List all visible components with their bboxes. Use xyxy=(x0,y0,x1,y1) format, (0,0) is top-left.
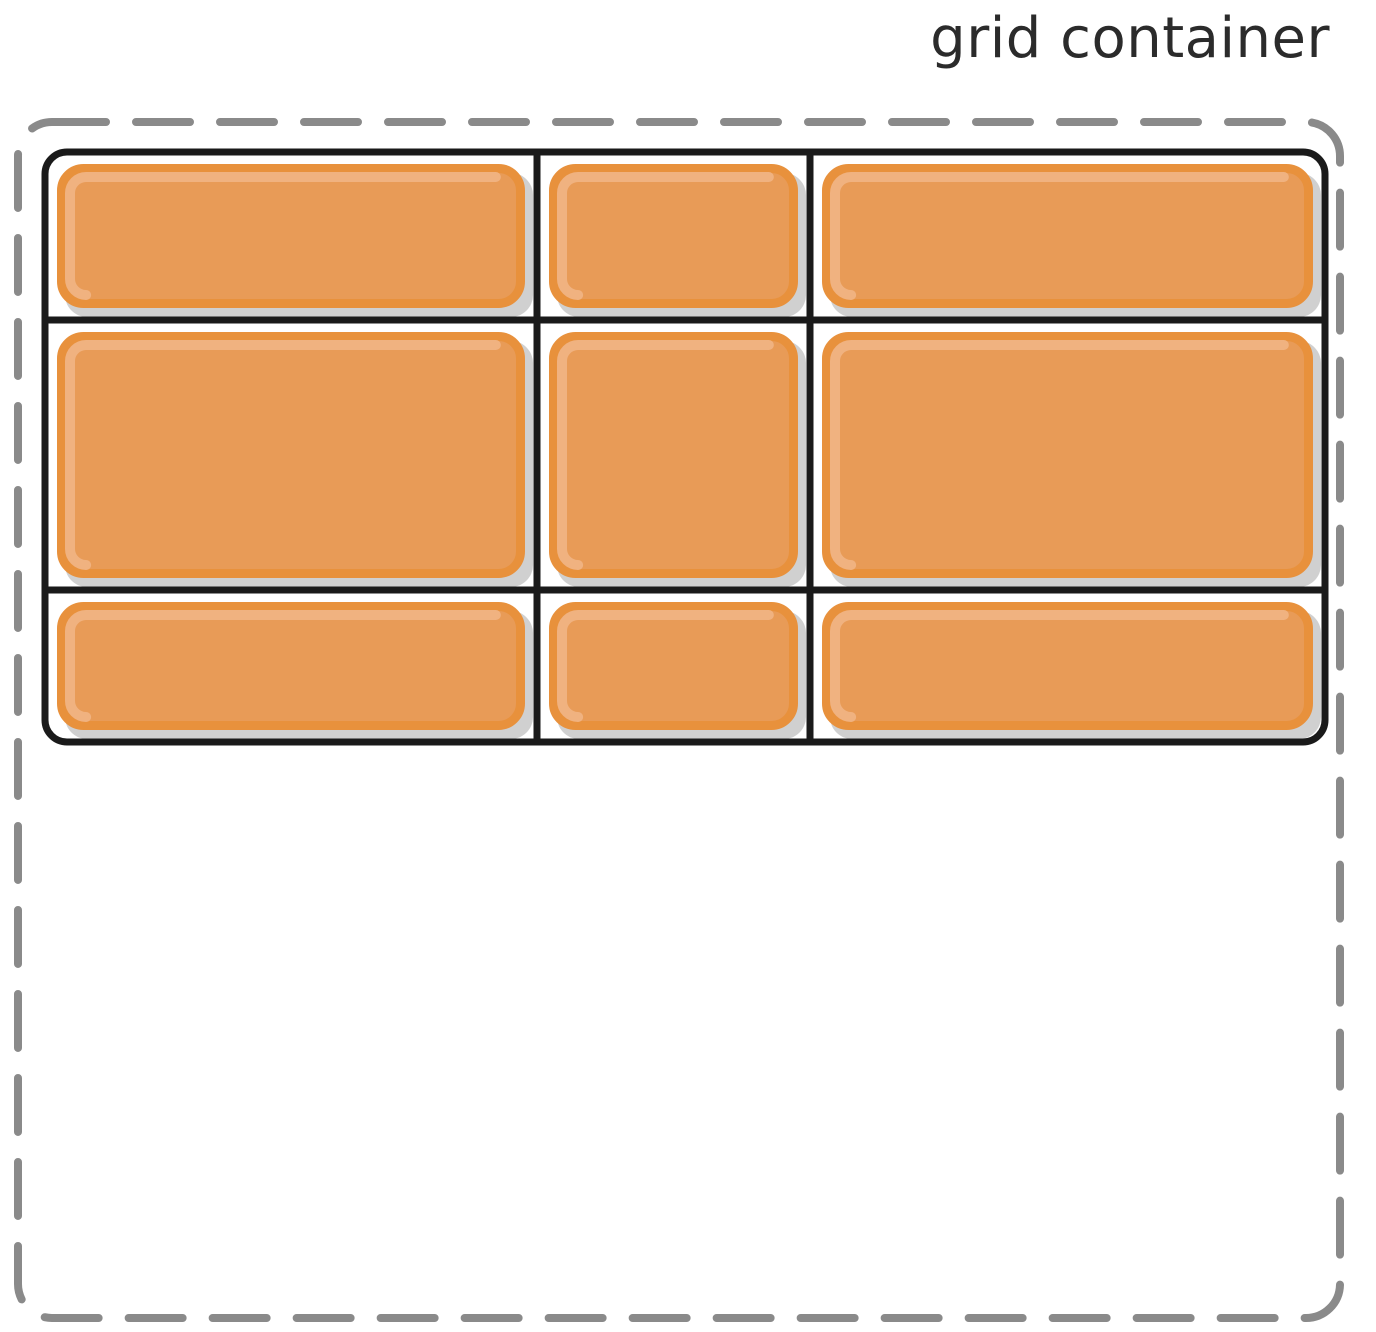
grid-item-4-body xyxy=(57,332,525,578)
grid-item-9[interactable] xyxy=(822,602,1313,730)
grid-container-dashed-rect xyxy=(14,118,1344,1322)
grid-item-7-body xyxy=(57,602,525,730)
grid-item-3-body xyxy=(822,164,1313,308)
grid-item-7[interactable] xyxy=(57,602,525,730)
grid-item-1-body xyxy=(57,164,525,308)
grid-container-boundary xyxy=(14,118,1344,1322)
grid-item-8[interactable] xyxy=(549,602,798,730)
grid-item-6[interactable] xyxy=(822,332,1313,578)
grid-item-4[interactable] xyxy=(57,332,525,578)
grid-item-2[interactable] xyxy=(549,164,798,308)
grid-track-lines xyxy=(41,148,1329,746)
grid-item-3[interactable] xyxy=(822,164,1313,308)
grid-item-1-highlight xyxy=(65,172,501,300)
grid-item-6-highlight xyxy=(830,340,1289,570)
grid-item-6-body xyxy=(822,332,1313,578)
grid-item-9-body xyxy=(822,602,1313,730)
grid-item-2-highlight xyxy=(557,172,774,300)
grid-item-9-highlight xyxy=(830,610,1289,722)
grid-item-2-body xyxy=(549,164,798,308)
grid-item-8-highlight xyxy=(557,610,774,722)
grid-item-7-highlight xyxy=(65,610,501,722)
grid-item-5-highlight xyxy=(557,340,774,570)
grid-item-8-body xyxy=(549,602,798,730)
page-title: grid container xyxy=(930,6,1330,71)
grid-item-layer xyxy=(57,164,1313,730)
grid-outline xyxy=(41,148,1329,746)
grid-item-3-highlight xyxy=(830,172,1289,300)
grid-item-1[interactable] xyxy=(57,164,525,308)
grid-item-5[interactable] xyxy=(549,332,798,578)
grid-item-4-highlight xyxy=(65,340,501,570)
grid-item-5-body xyxy=(549,332,798,578)
